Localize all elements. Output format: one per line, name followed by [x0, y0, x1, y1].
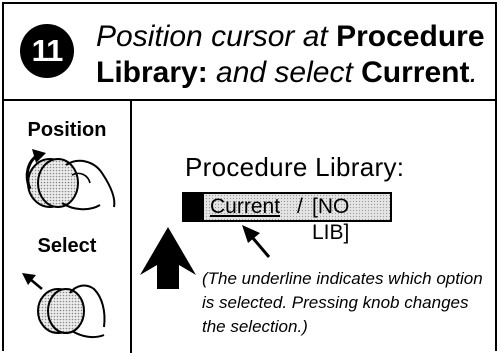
option-separator: / — [297, 195, 303, 218]
rotate-knob-icon — [25, 149, 116, 211]
instruction-text-2: and select — [207, 56, 362, 89]
instruction-period: . — [469, 56, 478, 89]
underline-callout-arrow — [250, 236, 271, 258]
instruction-target-option: Current — [361, 56, 470, 89]
control-hints-column: Position Select — [4, 99, 132, 353]
step-number-badge: 11 — [20, 24, 74, 78]
display-panel: Procedure Library: Current / [NO LIB] (T… — [132, 99, 495, 353]
cursor-block — [184, 194, 204, 220]
hint-label-select: Select — [37, 235, 97, 257]
step-instruction: Position cursor at Procedure Library: an… — [96, 19, 491, 91]
callout-arrows — [140, 225, 271, 289]
instruction-target-field: Procedure Library: — [96, 20, 485, 89]
option-current[interactable]: Current — [210, 195, 281, 218]
underline-callout-arrowhead — [242, 225, 260, 243]
selection-note: (The underline indicates which option is… — [202, 269, 483, 336]
press-knob-icon — [22, 273, 106, 339]
hint-label-position: Position — [27, 119, 107, 141]
cursor-pointer-arrow — [140, 227, 196, 289]
procedure-library-field[interactable]: Current / [NO LIB] — [182, 192, 392, 244]
instruction-text-1: Position cursor at — [96, 20, 337, 53]
option-no-lib[interactable]: [NO LIB] — [312, 195, 350, 244]
display-field-label: Procedure Library: — [185, 152, 405, 182]
step-header: 11 Position cursor at Procedure Library:… — [4, 4, 495, 101]
